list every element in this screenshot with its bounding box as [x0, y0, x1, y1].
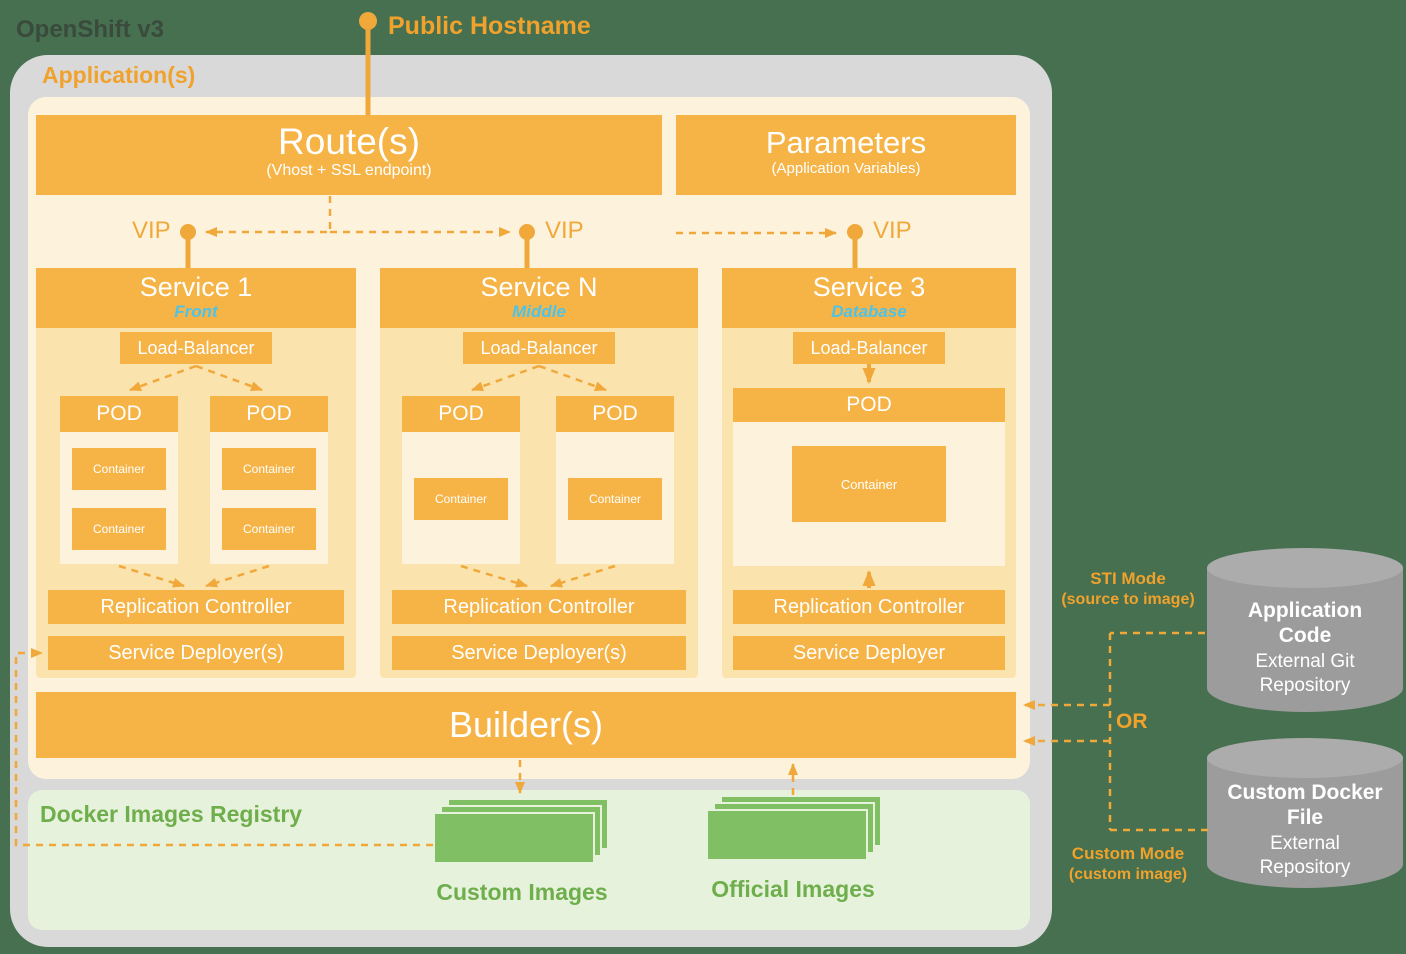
vip-label-1: VIP: [132, 217, 171, 244]
container-box: Container: [414, 478, 508, 520]
pod-label: POD: [402, 396, 520, 432]
or-label: OR: [1116, 710, 1148, 733]
official-images-stack-icon: [706, 795, 882, 861]
custom-mode-label: Custom Mode: [1071, 844, 1185, 863]
custom-docker-file-cylinder: Custom Docker File External Repository: [1207, 738, 1403, 888]
service-3-pod: POD Container: [733, 388, 1005, 566]
service-1-load-balancer: Load-Balancer: [120, 332, 272, 364]
service-1-pod-a: POD Container Container: [60, 396, 178, 564]
service-1-name: Service 1: [139, 272, 253, 302]
parameters-title: Parameters: [765, 125, 927, 160]
service-n-deployer: Service Deployer(s): [392, 636, 686, 670]
container-box: Container: [72, 508, 166, 550]
parameters-box: Parameters (Application Variables): [676, 115, 1016, 195]
custom-docker-file-title: Custom Docker File: [1227, 781, 1383, 829]
service-n-pod-b: POD Container: [556, 396, 674, 564]
routes-box: Route(s) (Vhost + SSL endpoint): [36, 115, 662, 195]
service-n-load-balancer: Load-Balancer: [463, 332, 615, 364]
official-images-label: Official Images: [711, 876, 875, 902]
image-layer: [706, 809, 868, 861]
custom-docker-file-subtitle: External Repository: [1259, 833, 1351, 878]
service-1-replication-controller: Replication Controller: [48, 590, 344, 624]
service-n-pod-a: POD Container: [402, 396, 520, 564]
parameters-subtitle: (Application Variables): [771, 160, 921, 177]
service-1-deployer: Service Deployer(s): [48, 636, 344, 670]
container-box: Container: [792, 446, 946, 522]
service-n-name: Service N: [480, 272, 598, 302]
container-box: Container: [72, 448, 166, 490]
service-3-replication-controller: Replication Controller: [733, 590, 1005, 624]
service-3-load-balancer: Load-Balancer: [793, 332, 945, 364]
custom-images-stack-icon: [433, 798, 609, 864]
vip-label-2: VIP: [545, 217, 584, 244]
service-3-name: Service 3: [812, 272, 926, 302]
builders-bar: Builder(s): [36, 692, 1016, 758]
image-layer: [433, 812, 595, 864]
routes-subtitle: (Vhost + SSL endpoint): [266, 162, 432, 179]
page-title: OpenShift v3: [16, 16, 165, 43]
vip-label-3: VIP: [873, 217, 912, 244]
routes-title: Route(s): [278, 121, 420, 162]
service-1-tier: Front: [174, 302, 218, 321]
pod-label: POD: [556, 396, 674, 432]
service-1-header: Service 1 Front: [36, 268, 356, 328]
container-box: Container: [568, 478, 662, 520]
application-code-title: Application Code: [1247, 599, 1363, 647]
pod-label: POD: [733, 388, 1005, 422]
sti-mode-sublabel: (source to image): [1061, 591, 1195, 608]
service-n-header: Service N Middle: [380, 268, 698, 328]
service-3-tier: Database: [831, 302, 907, 321]
application-code-cylinder: Application Code External Git Repository: [1207, 548, 1403, 712]
application-code-subtitle: External Git Repository: [1255, 651, 1355, 696]
registry-title: Docker Images Registry: [40, 801, 303, 827]
service-1-pod-b: POD Container Container: [210, 396, 328, 564]
public-hostname-label: Public Hostname: [388, 12, 591, 40]
service-3-deployer: Service Deployer: [733, 636, 1005, 670]
container-box: Container: [222, 508, 316, 550]
sti-mode-label: STI Mode: [1090, 569, 1166, 588]
service-n-tier: Middle: [512, 302, 566, 321]
pod-label: POD: [210, 396, 328, 432]
service-3-header: Service 3 Database: [722, 268, 1016, 328]
container-box: Container: [222, 448, 316, 490]
service-n-replication-controller: Replication Controller: [392, 590, 686, 624]
pod-label: POD: [60, 396, 178, 432]
applications-label: Application(s): [42, 62, 196, 88]
custom-mode-sublabel: (custom image): [1068, 866, 1188, 883]
custom-images-label: Custom Images: [436, 879, 608, 905]
